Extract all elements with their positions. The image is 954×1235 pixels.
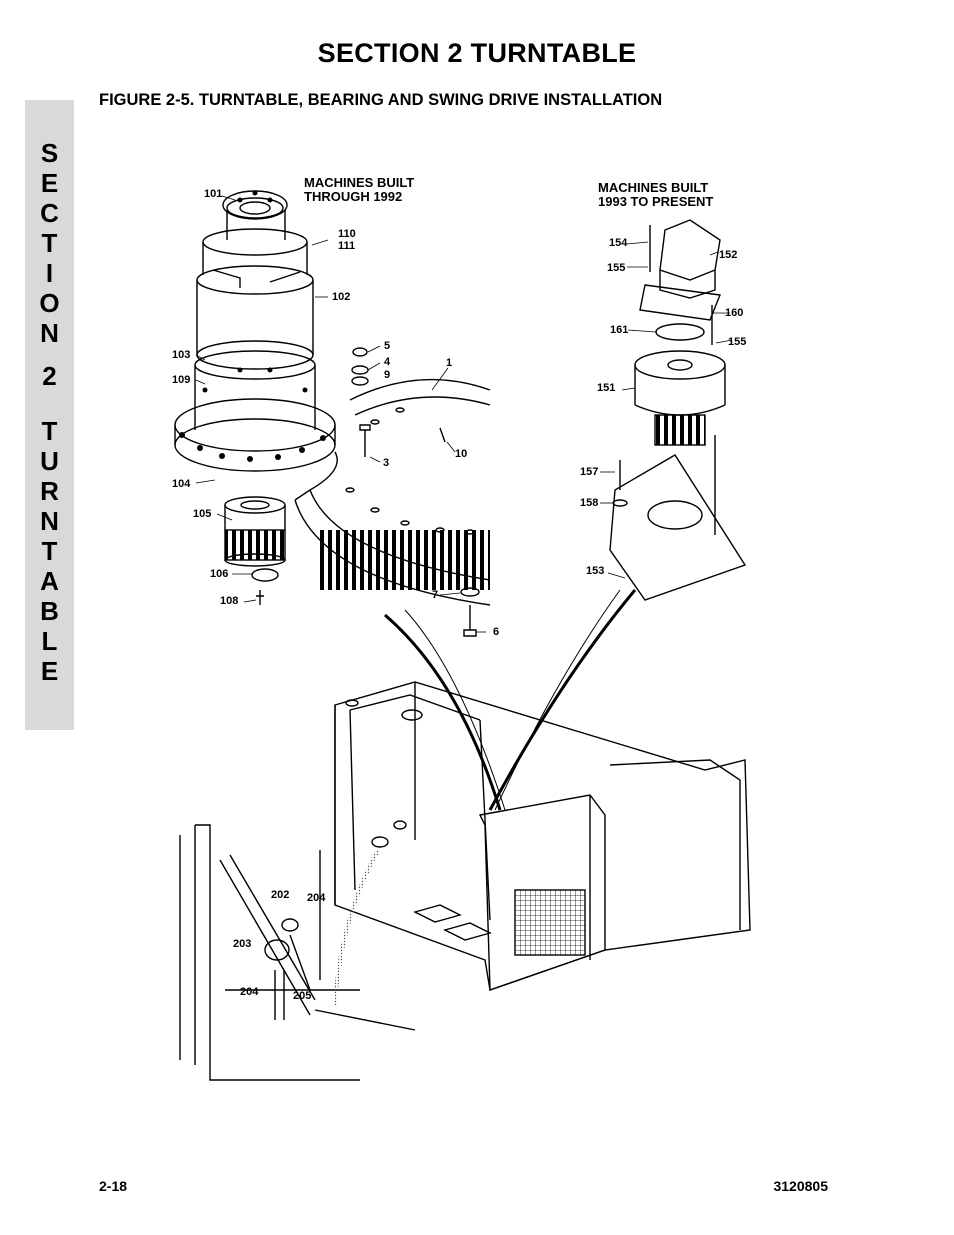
leader-line [314,1009,416,1031]
swing-drive-new [609,219,747,601]
callout-111: 111 [338,240,356,252]
callout-7: 7 [432,589,439,601]
side-tab-letter: U [40,446,59,476]
callout-5: 5 [384,340,391,352]
callout-110: 110 [338,228,356,240]
callout-104: 104 [172,478,191,490]
side-tab-letter: E [40,168,59,198]
note-built-through-1992: MACHINES BUILT THROUGH 1992 [304,176,414,204]
mount-bolts [619,225,716,535]
side-tab-letter: I [45,258,54,288]
callout-10: 10 [455,448,468,460]
bolt-6 [463,605,477,637]
section-side-tab: S E C T I O N 2 T U R N T A B L E [25,100,74,730]
note-line: MACHINES BUILT [598,180,709,195]
callout-106: 106 [210,568,229,580]
callout-3: 3 [383,457,390,469]
side-tab-letter: T [41,536,58,566]
callout-205: 205 [293,990,312,1002]
turntable-exploded-diagram: 101 110 111 102 103 109 104 105 106 108 … [160,160,760,1090]
pinion-washer [251,568,279,582]
hydraulic-hose [333,849,380,1006]
note-line: 1993 TO PRESENT [598,194,714,209]
side-tab-letter: N [40,506,59,536]
washer-7 [460,587,480,597]
callout-153: 153 [586,565,605,577]
callout-101: 101 [204,188,223,200]
callout-202: 202 [271,889,290,901]
side-tab-letter: S [40,138,59,168]
callout-161: 161 [610,324,629,336]
turntable-bearing-ring [294,378,491,606]
section-title: SECTION 2 TURNTABLE [317,38,637,68]
callout-leaders [195,195,733,633]
page-number: 2-18 [99,1178,128,1194]
callout-160: 160 [725,307,744,319]
callout-158: 158 [580,497,599,509]
hardware-nut-washer-stack [351,347,369,386]
callout-103: 103 [172,349,191,361]
side-tab-letter: R [40,476,59,506]
callout-105: 105 [193,508,212,520]
callout-102: 102 [332,291,351,303]
diagram-drawing [174,190,751,1081]
flange-bolts [179,190,326,462]
callout-6: 6 [493,626,500,638]
ring-bolt-holes [345,407,475,535]
callout-155-upper: 155 [607,262,626,274]
pinion-gear [224,496,286,567]
side-tab-letter: E [40,656,59,686]
document-number: 3120805 [773,1178,828,1194]
washer-158 [612,499,628,507]
pinion-bolt [256,590,264,605]
side-tab-letter: T [41,416,58,446]
side-tab-letter: 2 [42,361,57,391]
side-tab-letter: B [40,596,59,626]
callout-203: 203 [233,938,252,950]
callout-108: 108 [220,595,239,607]
callout-109: 109 [172,374,191,386]
callout-151: 151 [597,382,616,394]
callout-4: 4 [384,356,391,368]
note-built-1993-present: MACHINES BUILT 1993 TO PRESENT [598,181,713,209]
callout-152: 152 [719,249,738,261]
side-tab-letter: C [40,198,59,228]
turntable-chassis [334,681,751,991]
callout-204-lower: 204 [240,986,259,998]
side-tab-letter: N [40,318,59,348]
side-tab-letter: A [40,566,59,596]
callout-154: 154 [609,237,628,249]
side-tab-letter: O [39,288,60,318]
note-line: THROUGH 1992 [304,189,403,204]
figure-title: FIGURE 2-5. TURNTABLE, BEARING AND SWING… [99,91,663,109]
callout-204-upper: 204 [307,892,326,904]
callout-157: 157 [580,466,599,478]
callout-9: 9 [384,369,391,381]
side-tab-letter: L [41,626,58,656]
callout-155-lower: 155 [728,336,747,348]
side-tab-letter: T [41,228,58,258]
lower-frame [179,824,360,1081]
swing-drive-motor [174,190,336,472]
note-line: MACHINES BUILT [304,175,415,190]
bolt-3 [359,424,371,457]
pin-10 [439,427,446,443]
callout-1: 1 [446,357,453,369]
